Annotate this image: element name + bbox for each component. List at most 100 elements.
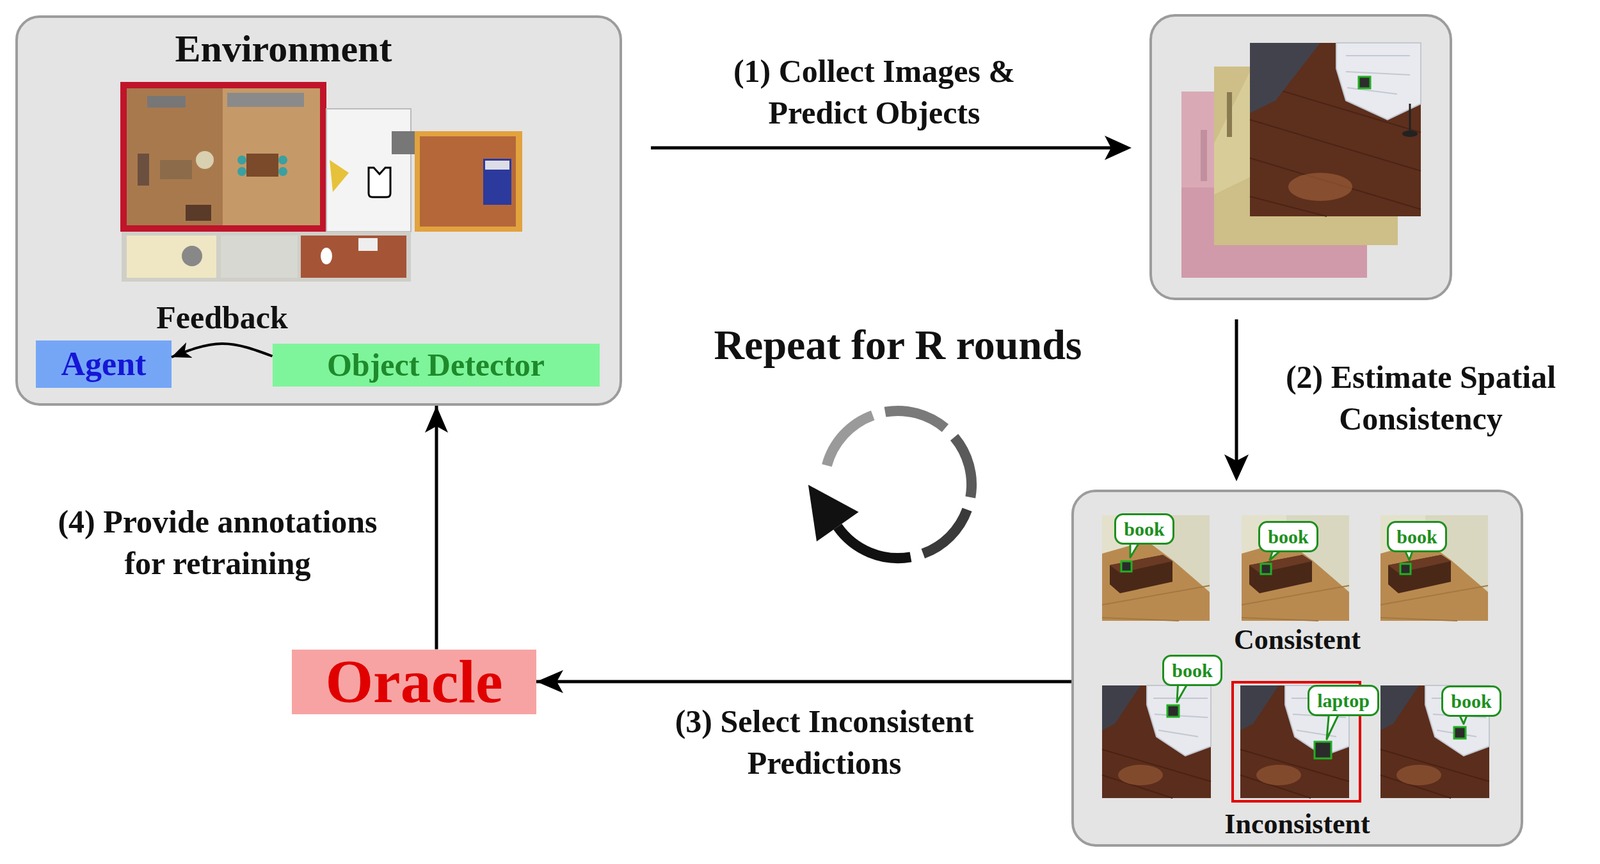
floorplan-part [147, 96, 186, 108]
consistent-view-part [1109, 554, 1173, 594]
agent-label: Agent [61, 345, 147, 383]
loop-label: Repeat for R rounds [713, 321, 1082, 369]
inconsistent-view-part [1118, 764, 1163, 786]
consistent-view-part [1249, 554, 1312, 573]
flow-arrow [171, 343, 273, 358]
agent-box: Agent [35, 340, 172, 388]
speech-bubble: book [1162, 654, 1222, 687]
step-arrow [1224, 319, 1249, 482]
loop-arrow-part [954, 437, 972, 498]
inconsistent-view-part [1240, 685, 1279, 731]
speech-bubble: book [1386, 520, 1447, 553]
floorplan-part [227, 92, 304, 107]
panel-caption: Inconsistent [1224, 808, 1370, 840]
inconsistent-view-part [1256, 764, 1302, 786]
detector-box: Object Detector [272, 343, 600, 387]
photo-back-part [1200, 129, 1208, 182]
edge-label: (4) Provide annotations for retraining [46, 501, 390, 585]
consistent-view-part [1388, 554, 1451, 573]
bubble-label: book [1396, 526, 1437, 548]
photo-front-part [1402, 130, 1418, 137]
photo-front-part [1288, 172, 1353, 201]
floorplan-part [121, 231, 411, 282]
inconsistent-view-part [1153, 698, 1208, 737]
floorplan [120, 81, 523, 282]
step-label: (2) Estimate Spatial Consistency [1254, 356, 1588, 440]
floorplan-part [483, 158, 512, 205]
inconsistent-view-part [1380, 749, 1490, 799]
floorplan-part [137, 153, 150, 186]
floorplan-part [329, 160, 349, 192]
detection-box-part [1121, 561, 1132, 572]
inconsistent-view-part [1102, 685, 1141, 731]
consistent-view-part [1102, 585, 1210, 621]
image-stack-panel-part [1150, 15, 1451, 299]
consistent-view [1380, 515, 1488, 621]
label-holder: (4) Provide annotations for retraining [46, 501, 390, 585]
floorplan-part [185, 204, 212, 221]
consistent-view-part [1249, 554, 1312, 594]
bubble-label: book [1267, 526, 1309, 548]
floorplan-part [391, 131, 415, 155]
loop-arrow-part [922, 509, 968, 554]
consistent-view-part [1380, 585, 1488, 621]
inconsistent-view-part [1380, 685, 1419, 731]
consistent-view [1241, 515, 1350, 621]
loop-arrow-part [826, 415, 873, 466]
floorplan-part [181, 245, 203, 267]
floorplan-part [237, 155, 247, 165]
floorplan-part [126, 88, 223, 226]
floorplan-part [222, 88, 320, 226]
loop-arrow [808, 410, 972, 559]
photo-front [1249, 42, 1421, 217]
floorplan-part [368, 167, 391, 198]
speech-bubble: laptop [1307, 684, 1380, 717]
panel-title: Environment [175, 27, 393, 70]
inconsistent-view-part [1102, 685, 1211, 799]
detection-box [1121, 561, 1466, 759]
bubble-label: laptop [1317, 689, 1370, 712]
speech-bubble: book [1114, 513, 1174, 545]
loop-arrow-part [808, 485, 859, 543]
inconsistent-view [1102, 685, 1211, 799]
inconsistent-view-part [1240, 749, 1350, 799]
consistency-panel: ConsistentInconsistent book book book book la… [1071, 489, 1524, 847]
label-holder: Repeat for R rounds [713, 321, 1082, 369]
detector-label: Object Detector [327, 347, 545, 383]
floorplan-part [246, 153, 279, 177]
detection-box-part [1454, 727, 1466, 739]
label-holder: (1) Collect Images & Predict Objects [730, 50, 1019, 134]
consistent-view-part [1241, 515, 1350, 621]
step-arrow-part [650, 146, 1114, 150]
consistent-view-part [1109, 554, 1173, 573]
consistent-view-part [1380, 515, 1488, 621]
bubble-tail [1130, 538, 1469, 740]
floorplan-part [414, 131, 523, 232]
oracle-box: Oracle [291, 649, 537, 715]
oracle-label: Oracle [325, 650, 503, 713]
step-arrow [650, 135, 1132, 160]
label-holder: (2) Estimate Spatial Consistency [1254, 356, 1588, 440]
bubble-label: book [1123, 518, 1165, 540]
floorplan-part [358, 238, 378, 251]
floorplan-part [326, 108, 411, 232]
floorplan-part [160, 160, 192, 180]
inconsistent-view-part [1102, 749, 1211, 799]
environment-panel: EnvironmentAgent Object Detector [15, 15, 623, 406]
bubble-label: book [1171, 659, 1213, 681]
label-holder: Feedback [152, 300, 292, 336]
floorplan-part [220, 235, 298, 278]
flow-arrow [536, 680, 1072, 684]
panel-caption: Consistent [1233, 624, 1361, 656]
step-label: (1) Collect Images & Predict Objects [730, 50, 1019, 134]
floorplan-part [120, 81, 327, 232]
speech-bubble: book [1258, 520, 1318, 553]
floorplan-part [320, 247, 333, 265]
detection-box-part [1400, 563, 1411, 575]
detection-box-part [1260, 563, 1272, 575]
floorplan-part [278, 155, 288, 165]
photo-front-part [1249, 42, 1421, 217]
detection-box-part [1167, 705, 1179, 717]
floorplan-part [278, 167, 288, 176]
photo-front-part [1249, 42, 1321, 114]
